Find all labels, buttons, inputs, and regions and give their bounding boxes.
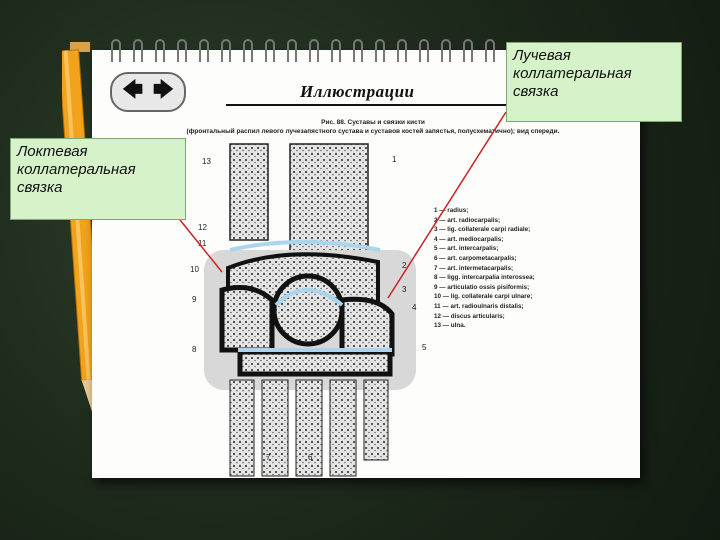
legend-item: 9 — articulatio ossis pisiformis; [434, 283, 530, 291]
book-title: Иллюстрации [300, 82, 415, 101]
radial-callout-pointer [387, 111, 507, 299]
radial-collateral-ligament-callout: Лучевая коллатеральная связка [506, 42, 682, 122]
legend-item: 4 — art. mediocarpalis; [434, 235, 504, 243]
legend-item: 11 — art. radioulnaris distalis; [434, 302, 524, 310]
figure-number-9: 9 [192, 295, 197, 304]
legend-item: 6 — art. carpometacarpalis; [434, 254, 517, 262]
legend-item: 8 — ligg. intercarpalia interossea; [434, 274, 535, 282]
legend-item: 1 — radius; [434, 207, 469, 214]
legend-item: 3 — lig. collaterale carpi radiale; [434, 226, 531, 234]
figure-number-10: 10 [190, 265, 199, 274]
arrow-left-icon[interactable]: 🡄 [122, 79, 143, 101]
figure-caption-subtitle: (фронтальный распил левого лучезапястног… [186, 128, 560, 135]
arrow-right-icon[interactable]: 🡆 [153, 79, 174, 101]
figure-number-3: 3 [402, 285, 407, 294]
figure-number-8: 8 [192, 345, 197, 354]
figure-number-1: 1 [392, 155, 397, 164]
spiral-binding [111, 39, 495, 62]
legend-item: 12 — discus articularis; [434, 312, 505, 320]
figure-number-7: 7 [266, 453, 271, 462]
ulnar-collateral-ligament-callout: Локтевая коллатеральная связка [10, 138, 186, 220]
figure-number-5: 5 [422, 343, 427, 352]
title-divider [226, 104, 516, 106]
figure-number-11: 11 [198, 239, 207, 248]
navigation-arrows: 🡄 🡆 [110, 72, 186, 112]
legend-item: 10 — lig. collaterale carpi ulnare; [434, 293, 533, 301]
figure-number-6: 6 [308, 453, 313, 462]
figure-number-12: 12 [198, 223, 207, 232]
figure-caption-title: Рис. 88. Суставы и связки кисти [321, 119, 425, 126]
figure-number-4: 4 [412, 303, 417, 312]
legend-item: 7 — art. intermetacarpalis; [434, 264, 514, 272]
legend-item: 5 — art. intercarpalis; [434, 245, 499, 253]
legend-item: 2 — art. radiocarpalis; [434, 216, 501, 224]
legend-item: 13 — ulna. [434, 322, 466, 330]
ulnar-callout-pointer [171, 209, 223, 273]
figure-number-13: 13 [202, 157, 211, 166]
figure-number-2: 2 [402, 261, 407, 270]
wrist-joint-illustration: 1 2 3 4 5 6 7 8 9 10 11 12 13 [190, 143, 427, 477]
figure-caption: Рис. 88. Суставы и связки кисти (фронтал… [138, 118, 608, 136]
figure-legend: 1 — radius; 2 — art. radiocarpalis; 3 — … [434, 206, 535, 331]
